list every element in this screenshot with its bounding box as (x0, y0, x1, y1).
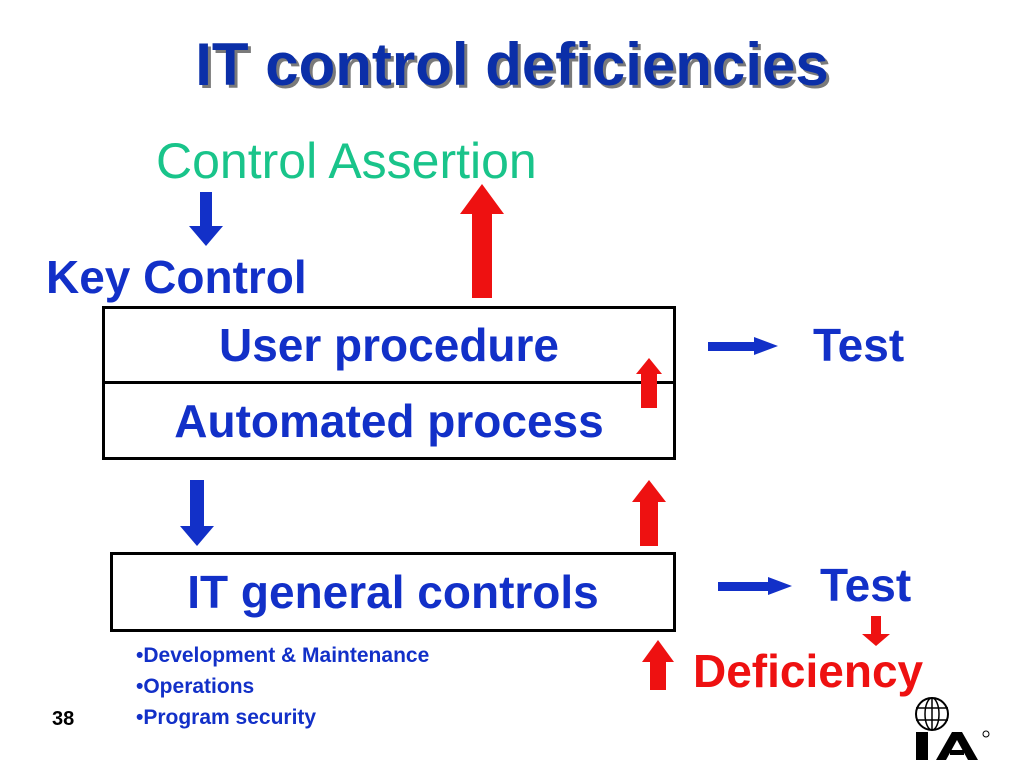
automated-process-label: Automated process (174, 394, 604, 447)
page-number: 38 (52, 708, 75, 730)
test-label-bottom: Test (820, 559, 912, 611)
it-general-controls-label: IT general controls (187, 566, 599, 618)
blue-right-arrow-icon (708, 337, 778, 355)
user-procedure-label: User procedure (218, 319, 559, 371)
key-control-label: Key Control (46, 251, 307, 303)
control-assertion-label: Control Assertion (156, 133, 537, 189)
bullet-list: •Development & Maintenance •Operations •… (136, 640, 429, 733)
red-up-arrow-icon (636, 358, 662, 408)
deficiency-label: Deficiency (693, 645, 924, 697)
it-general-controls-box: IT general controls (110, 552, 676, 632)
red-up-arrow-icon (642, 640, 674, 690)
blue-down-arrow-icon (180, 480, 214, 546)
slide-title: IT control deficiencies (195, 31, 829, 98)
automated-process-box: Automated process (102, 381, 676, 460)
bullet-item: •Operations (136, 675, 255, 698)
globe-logo-icon (915, 697, 990, 760)
blue-right-arrow-icon (718, 577, 792, 595)
red-up-arrow-icon (460, 184, 504, 298)
red-up-arrow-icon (632, 480, 666, 546)
test-label-top: Test (813, 319, 905, 371)
red-down-arrow-icon (862, 616, 890, 646)
bullet-item: •Program security (136, 706, 317, 729)
blue-down-arrow-icon (189, 192, 223, 246)
bullet-item: •Development & Maintenance (136, 644, 430, 667)
